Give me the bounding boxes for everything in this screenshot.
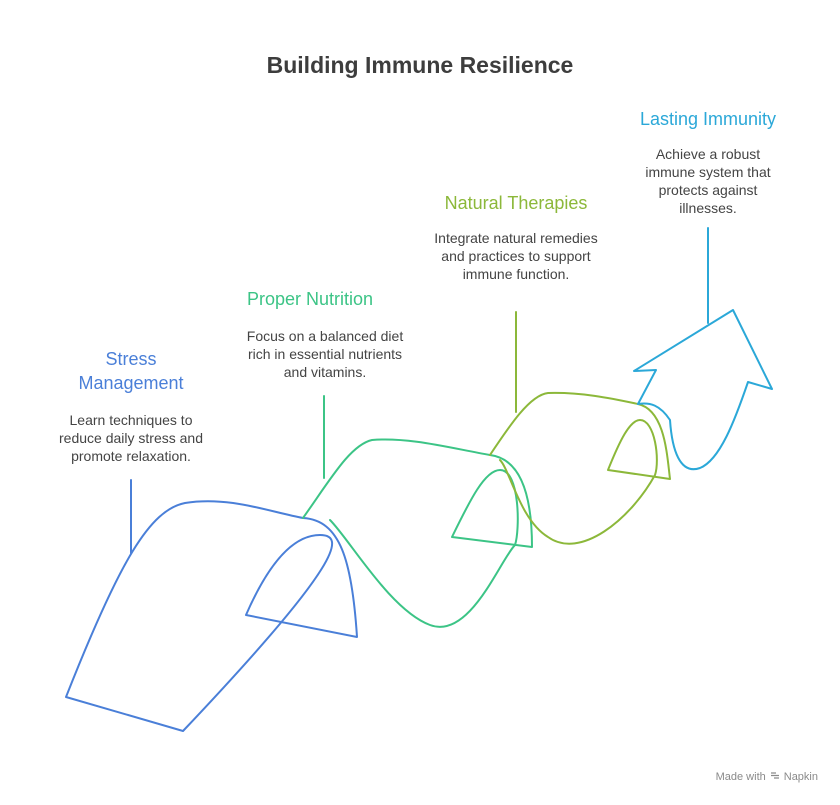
napkin-brand-label: Napkin <box>783 771 818 783</box>
ribbon-natural-therapies <box>489 391 671 545</box>
step-description-lasting-immunity: Achieve a robust immune system that prot… <box>645 146 771 216</box>
napkin-logo-icon <box>770 771 780 783</box>
diagram-title: Building Immune Resilience <box>266 52 574 78</box>
step-title-stress-management: Stress Management <box>78 349 184 393</box>
made-with-label: Made with <box>715 771 766 783</box>
step-description-proper-nutrition: Focus on a balanced diet rich in essenti… <box>246 328 404 380</box>
ribbon-proper-nutrition <box>302 438 533 628</box>
ribbon-stress-management <box>65 500 358 732</box>
arrow-lasting-immunity <box>633 309 773 471</box>
step-description-stress-management: Learn techniques to reduce daily stress … <box>59 412 203 464</box>
step-title-proper-nutrition: Proper Nutrition <box>246 289 374 309</box>
step-title-lasting-immunity: Lasting Immunity <box>639 109 777 129</box>
step-title-natural-therapies: Natural Therapies <box>444 193 588 213</box>
made-with-napkin-footer: Made with Napkin <box>716 771 818 783</box>
step-description-natural-therapies: Integrate natural remedies and practices… <box>434 230 598 282</box>
